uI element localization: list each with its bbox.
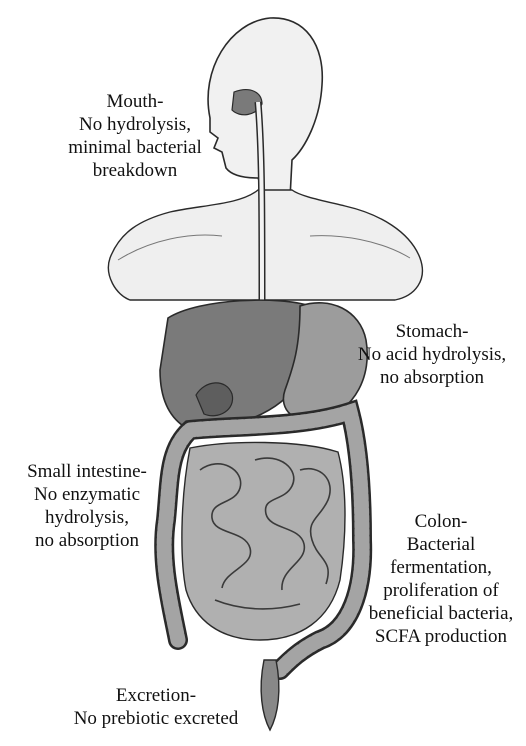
mouth-line-3: breakdown — [40, 159, 230, 182]
stomach-label: Stomach- No acid hydrolysis, no absorpti… — [344, 320, 520, 389]
colon-line-1: Bacterial — [358, 533, 524, 556]
excretion-line-1: No prebiotic excreted — [56, 707, 256, 730]
stomach-line-2: no absorption — [344, 366, 520, 389]
colon-line-5: SCFA production — [358, 625, 524, 648]
small-intestine — [182, 442, 345, 640]
mouth-label: Mouth- No hydrolysis, minimal bacterial … — [40, 90, 230, 182]
excretion-title: Excretion- — [56, 684, 256, 707]
stomach-line-1: No acid hydrolysis, — [344, 343, 520, 366]
mouth-line-2: minimal bacterial — [40, 136, 230, 159]
stomach-title: Stomach- — [344, 320, 520, 343]
excretion-label: Excretion- No prebiotic excreted — [56, 684, 256, 730]
small-intestine-label: Small intestine- No enzymatic hydrolysis… — [4, 460, 170, 552]
mouth-title: Mouth- — [40, 90, 230, 113]
colon-line-2: fermentation, — [358, 556, 524, 579]
colon-line-3: proliferation of — [358, 579, 524, 602]
colon-label: Colon- Bacterial fermentation, prolifera… — [358, 510, 524, 648]
small-intestine-line-1: No enzymatic — [4, 483, 170, 506]
colon-title: Colon- — [358, 510, 524, 533]
mouth-line-1: No hydrolysis, — [40, 113, 230, 136]
rectum — [261, 660, 279, 730]
small-intestine-title: Small intestine- — [4, 460, 170, 483]
small-intestine-line-2: hydrolysis, — [4, 506, 170, 529]
colon-line-4: beneficial bacteria, — [358, 602, 524, 625]
small-intestine-line-3: no absorption — [4, 529, 170, 552]
